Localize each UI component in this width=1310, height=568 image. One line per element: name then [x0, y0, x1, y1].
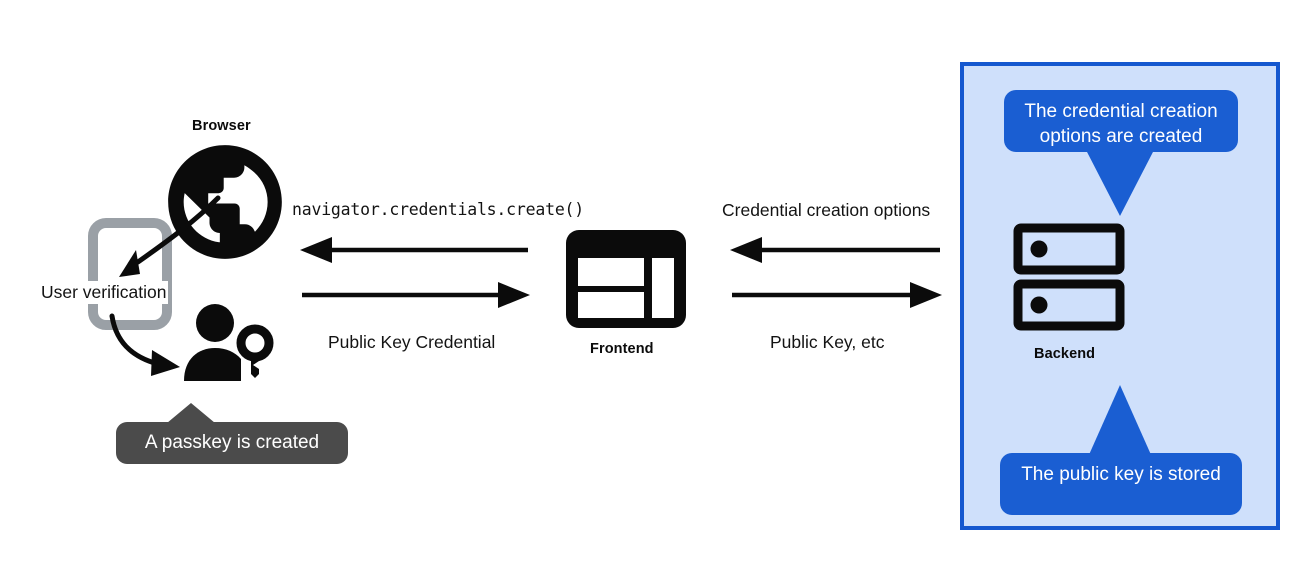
backend-label: Backend	[1034, 346, 1096, 362]
user-verification-label: User verification	[39, 281, 169, 304]
arrow-left-browser-frontend	[300, 236, 530, 264]
browser-label: Browser	[192, 118, 251, 134]
globe-icon	[163, 140, 287, 264]
backend-bottom-callout-pointer	[1088, 385, 1152, 457]
passkey-created-callout: A passkey is created	[116, 422, 348, 464]
backend-bottom-callout: The public key is stored	[1000, 453, 1242, 515]
arrow-left-frontend-backend	[730, 236, 942, 264]
frontend-backend-bottom-label: Public Key, etc	[770, 332, 885, 352]
backend-top-callout: The credential creation options are crea…	[1004, 90, 1238, 152]
arrow-right-frontend-backend	[730, 281, 942, 309]
frontend-label: Frontend	[590, 341, 654, 357]
browser-frontend-top-label: navigator.credentials.create()	[292, 200, 585, 219]
passkey-callout-pointer	[167, 403, 215, 423]
curved-arrow-phone-to-person	[109, 312, 220, 392]
smartphone-icon	[88, 218, 172, 330]
arrow-right-browser-frontend	[300, 281, 530, 309]
frontend-backend-top-label: Credential creation options	[722, 200, 931, 220]
browser-frontend-bottom-label: Public Key Credential	[328, 332, 496, 352]
person-with-key-icon	[182, 303, 282, 389]
backend-top-callout-pointer	[1086, 150, 1154, 216]
curved-arrow-globe-to-phone	[100, 180, 230, 290]
server-stack-icon	[1013, 223, 1125, 331]
frontend-icon	[566, 230, 686, 328]
